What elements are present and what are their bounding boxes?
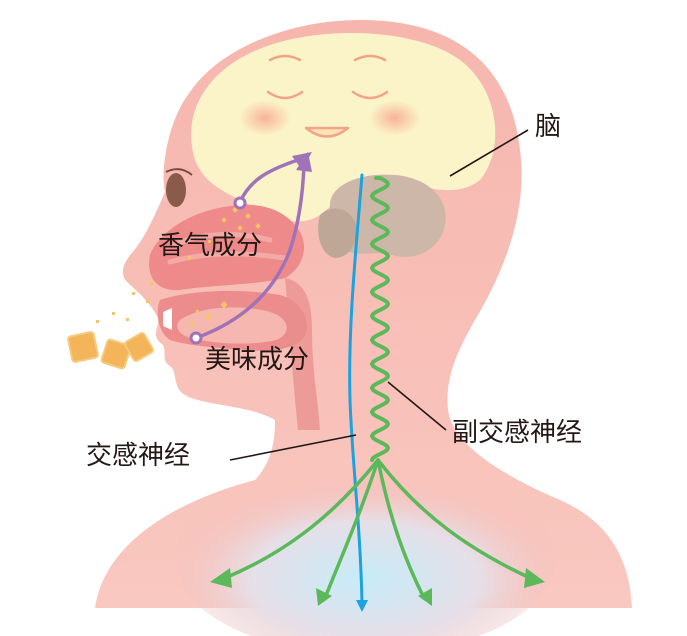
nasal-conchae	[167, 232, 288, 265]
right-cheek	[369, 100, 421, 136]
aroma-receptor	[233, 196, 247, 210]
nasal-cavity	[149, 204, 305, 291]
left-cheek	[239, 100, 291, 136]
chest-glow	[175, 465, 555, 636]
brainstem	[318, 208, 357, 258]
parasympathetic-branches	[223, 458, 532, 600]
smile	[304, 126, 350, 138]
right-eyebrow	[353, 54, 387, 62]
taste-particles	[189, 301, 245, 333]
parasympathetic-nerve	[370, 176, 390, 462]
signal-arrowheads	[292, 152, 312, 172]
leader-lines	[229, 129, 529, 461]
label-aroma-components: 香气成分	[158, 231, 263, 261]
right-eye	[351, 90, 389, 100]
signal-paths	[194, 158, 306, 340]
person-eyelid	[165, 168, 193, 176]
label-taste-components: 美味成分	[205, 345, 310, 375]
throat	[285, 278, 320, 430]
teeth	[163, 308, 172, 330]
label-sympathetic-nerve: 交感神经	[86, 441, 191, 471]
person-eye	[166, 173, 186, 207]
parasympathetic-arrowheads	[210, 568, 545, 606]
left-eyebrow	[268, 54, 302, 62]
left-eye	[266, 90, 304, 100]
label-parasympathetic-nerve: 副交感神经	[452, 418, 583, 448]
cerebellum	[329, 174, 446, 257]
food-cubes	[67, 331, 154, 370]
sympathetic-arrowhead	[356, 600, 368, 612]
label-brain: 脑	[535, 112, 562, 142]
aroma-particles	[96, 207, 261, 323]
taste-receptor	[189, 331, 203, 345]
sympathetic-nerve	[348, 173, 364, 604]
